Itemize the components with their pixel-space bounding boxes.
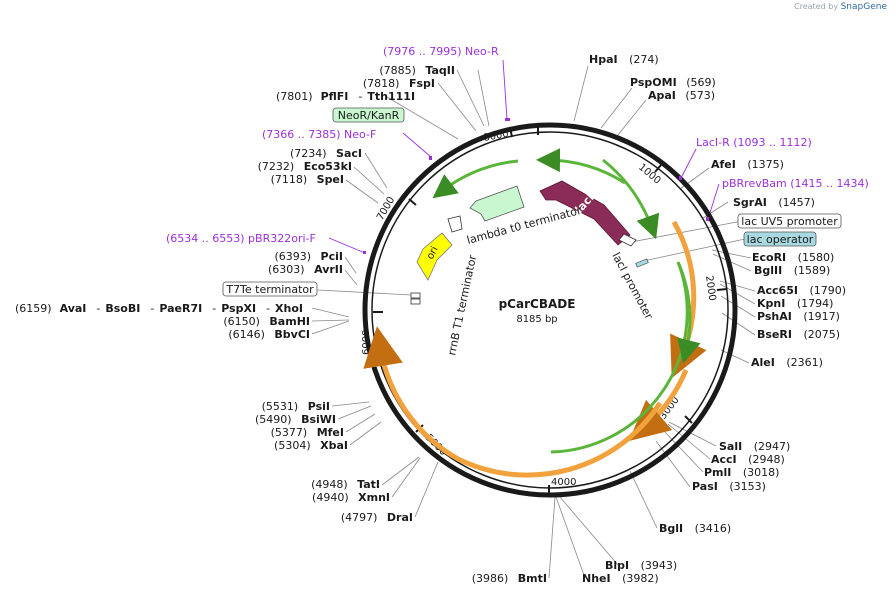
svg-text:Acc65I (1790): Acc65I (1790) (757, 284, 846, 297)
lac-uv5-promoter-label: lac UV5 promoter (741, 215, 838, 228)
plasmid-size: 8185 bp (516, 314, 557, 325)
orange-arc-2 (628, 369, 689, 442)
lambda-terminator-arrow (447, 215, 463, 233)
svg-text:AfeI (1375): AfeI (1375) (711, 158, 784, 171)
neor-green-arc (432, 159, 519, 199)
svg-text:(6303) AvrII: (6303) AvrII (268, 263, 343, 276)
svg-text:HpaI (274): HpaI (274) (589, 53, 659, 66)
snapgene-watermark: Created by SnapGene (794, 2, 887, 12)
svg-text:(7118) SpeI: (7118) SpeI (271, 173, 344, 186)
primer-label: (7366 .. 7385) Neo-F (262, 128, 376, 141)
svg-text:EcoRI (1580): EcoRI (1580) (752, 251, 834, 264)
rrnB-terminator-label: rrnB T1 terminator (445, 253, 479, 356)
svg-text:(3986) BmtI: (3986) BmtI (472, 572, 547, 585)
svg-text:AleI (2361): AleI (2361) (751, 356, 823, 369)
feature-arcs (363, 148, 707, 478)
svg-text:(6159)AvaI-BsoBI-PaeR7I-PspXI-: (6159)AvaI-BsoBI-PaeR7I-PspXI-XhoI (15, 302, 303, 315)
sites-left: (3986) BmtI (4797) DraI (4940) XmnI (494… (223, 64, 547, 585)
t7te-terminator-box (222, 281, 318, 297)
primer-label: LacI-R (1093 .. 1112) (696, 136, 812, 149)
multi-sites: (6159)AvaI-BsoBI-PaeR7I-PspXI-XhoI (7801… (15, 90, 415, 315)
neor-box-label: NeoR/KanR (338, 109, 400, 122)
primer-marks (363, 118, 709, 254)
svg-text:PasI (3153): PasI (3153) (692, 480, 766, 493)
svg-text:BseRI (2075): BseRI (2075) (757, 328, 840, 341)
orange-arc-3 (456, 401, 663, 478)
primer-labels: (7976 .. 7995) Neo-R (7366 .. 7385) Neo-… (166, 45, 869, 245)
green-arc-lower (550, 261, 689, 454)
svg-text:(6150) BamHI: (6150) BamHI (223, 315, 310, 328)
svg-text:AccI (2948): AccI (2948) (711, 453, 785, 466)
svg-text:PmlI (3018): PmlI (3018) (704, 466, 779, 479)
svg-text:PspOMI (569): PspOMI (569) (630, 76, 716, 89)
svg-text:(5377) MfeI: (5377) MfeI (271, 426, 344, 439)
lac-operator-label: lac operator (747, 233, 814, 246)
tick-label: 8000 (483, 129, 510, 144)
green-arc-right (602, 158, 660, 240)
lacI-promoter-arrow (618, 233, 637, 247)
primer-label: (6534 .. 6553) pBR322ori-F (166, 232, 316, 245)
svg-text:SalI (2947): SalI (2947) (719, 440, 790, 453)
site-leader-lines (311, 65, 756, 579)
svg-text:(7885) TaqII: (7885) TaqII (379, 64, 455, 77)
primer-label: (7976 .. 7995) Neo-R (383, 45, 499, 58)
lac-operator-mark (635, 258, 649, 268)
neor-arrow (469, 185, 525, 222)
neor-box (332, 107, 405, 123)
t7te-terminator-label: T7Te terminator (225, 283, 314, 296)
tick-label: 6000 (361, 330, 372, 355)
svg-text:KpnI (1794): KpnI (1794) (757, 297, 833, 310)
tick-label: 2000 (703, 275, 717, 302)
tick-label: 1000 (636, 162, 663, 187)
svg-text:(4797) DraI: (4797) DraI (341, 511, 413, 524)
svg-text:BglII (1589): BglII (1589) (754, 264, 830, 277)
svg-text:BlpI (3943): BlpI (3943) (605, 559, 677, 572)
svg-text:PshAI (1917): PshAI (1917) (757, 310, 840, 323)
svg-text:(7232) Eco53kI: (7232) Eco53kI (258, 160, 352, 173)
orange-arc-4 (363, 326, 460, 462)
lacI-arrow (539, 180, 631, 246)
svg-text:(5304) XbaI: (5304) XbaI (274, 439, 348, 452)
svg-text:(7801)PflFI-Tth111I: (7801)PflFI-Tth111I (276, 90, 415, 103)
lacI-green-arc (536, 148, 626, 185)
green-arc-head (676, 261, 701, 364)
lac-uv5-promoter-box (737, 213, 842, 229)
svg-text:(4940) XmnI: (4940) XmnI (312, 491, 390, 504)
rrnB-terminator-marks (410, 292, 421, 305)
primer-label: pBRrevBam (1415 .. 1434) (722, 177, 869, 190)
lac-operator-box (743, 231, 817, 247)
svg-text:(7818) FspI: (7818) FspI (363, 77, 435, 90)
svg-text:(6393) PciI: (6393) PciI (274, 250, 343, 263)
svg-text:ApaI (573): ApaI (573) (648, 89, 715, 102)
svg-text:(5490) BsiWI: (5490) BsiWI (255, 413, 336, 426)
svg-text:(5531) PsiI: (5531) PsiI (262, 400, 330, 413)
svg-text:(7234) SacI: (7234) SacI (290, 147, 362, 160)
lacI-promoter-label: lacI promoter (609, 250, 655, 322)
svg-text:BglI (3416): BglI (3416) (659, 522, 731, 535)
svg-text:(4948) TatI: (4948) TatI (311, 478, 380, 491)
ori-label: ori (425, 245, 441, 262)
tick-label: 4000 (551, 477, 576, 488)
svg-text:SgrAI (1457): SgrAI (1457) (733, 196, 815, 209)
sites-right: HpaI (274) PspOMI (569) ApaI (573) AfeI … (582, 53, 846, 585)
plasmid-name: pCarCBADE (499, 297, 576, 311)
ori-arrow (416, 232, 453, 281)
svg-text:(6146) BbvCI: (6146) BbvCI (228, 328, 310, 341)
svg-text:NheI (3982): NheI (3982) (582, 572, 659, 585)
